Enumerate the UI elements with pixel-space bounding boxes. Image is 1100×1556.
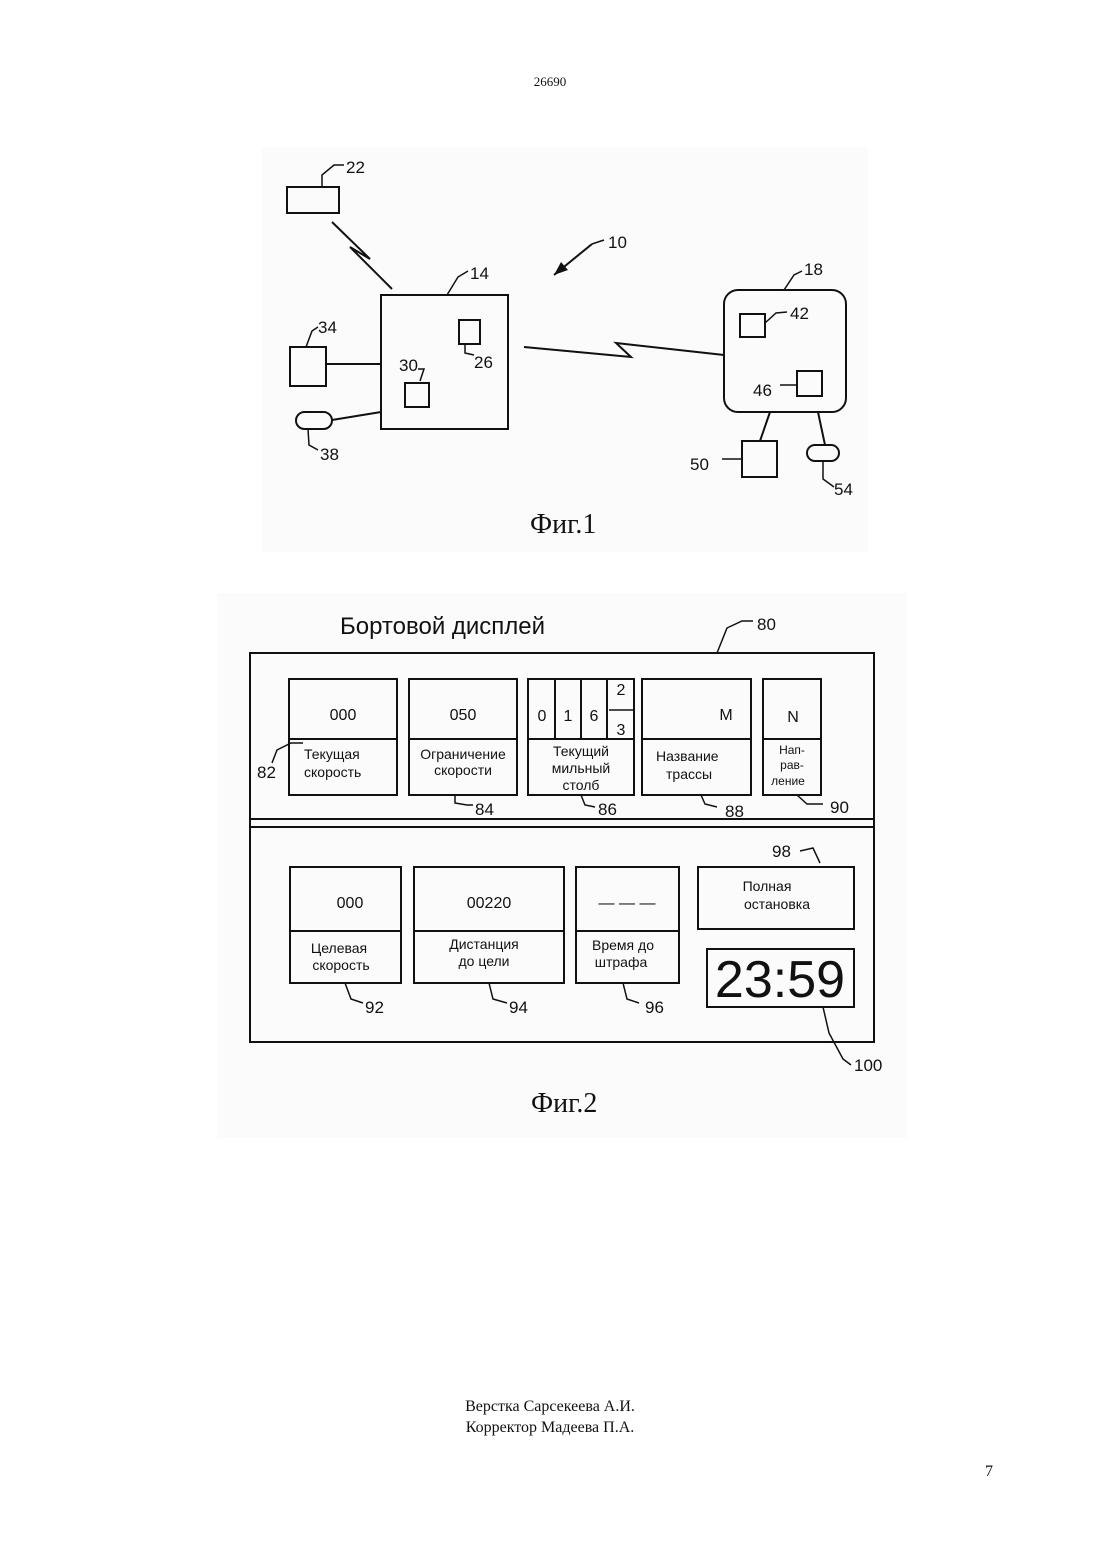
current-speed-label: Текущая [304, 746, 360, 762]
speed-limit-box: 050 Ограничение скорости [409, 679, 517, 795]
credit-layout: Верстка Сарсекеева А.И. [0, 1396, 1100, 1417]
label-18: 18 [804, 260, 823, 279]
label-34: 34 [318, 318, 337, 337]
figure-2-caption: Фиг.2 [531, 1088, 597, 1119]
target-speed-box: 000 Целевая скорость [290, 867, 401, 983]
track-name-label: Название [656, 748, 719, 764]
block-42 [740, 314, 765, 337]
ref-100: 100 [854, 1056, 882, 1075]
target-distance-label: Дистанция [449, 936, 519, 952]
speed-limit-label: Ограничение [420, 746, 506, 762]
ref-96: 96 [645, 998, 664, 1017]
svg-text:до цели: до цели [458, 953, 509, 969]
milepost-label: Текущий [553, 743, 609, 759]
clock-value: 23:59 [715, 951, 845, 1009]
block-26 [459, 320, 480, 344]
label-30: 30 [399, 356, 418, 375]
label-22-leader [322, 165, 344, 187]
figure-2: Бортовой дисплей 80 000 Текущая скорость… [217, 593, 907, 1138]
svg-text:ление: ление [771, 774, 805, 788]
milepost-digit-3: 6 [590, 708, 599, 725]
block-34 [290, 347, 326, 386]
full-stop-label: Полная [743, 878, 792, 894]
direction-box: N Нап- рав- ление [763, 679, 821, 795]
block-30 [405, 383, 429, 407]
label-46: 46 [753, 381, 772, 400]
ref-90: 90 [830, 798, 849, 817]
target-distance-value: 00220 [467, 895, 512, 912]
svg-text:столб: столб [563, 777, 600, 793]
label-14: 14 [470, 264, 489, 283]
full-stop-box: Полная остановка [698, 867, 854, 929]
current-speed-box: 000 Текущая скорость [289, 679, 397, 795]
block-38 [296, 412, 332, 429]
link-14-18 [524, 343, 724, 357]
ref-88: 88 [725, 802, 744, 821]
page-number: 7 [985, 1463, 993, 1481]
link-22-14 [332, 222, 392, 289]
clock-display: 23:59 [707, 949, 854, 1009]
target-speed-label: Целевая [311, 940, 367, 956]
label-42: 42 [790, 304, 809, 323]
penalty-time-label: Время до [592, 937, 654, 953]
target-speed-value: 000 [337, 895, 364, 912]
svg-text:остановка: остановка [744, 896, 810, 912]
block-50 [742, 441, 777, 477]
label-54: 54 [834, 480, 853, 499]
milepost-box: 0 1 6 2 3 Текущий мильный столб [528, 679, 634, 795]
svg-text:скорость: скорость [312, 957, 369, 973]
label-50: 50 [690, 455, 709, 474]
label-26: 26 [474, 353, 493, 372]
ref-86: 86 [598, 800, 617, 819]
current-speed-value: 000 [330, 707, 357, 724]
ref-82: 82 [257, 763, 276, 782]
speed-limit-value: 050 [450, 707, 477, 724]
ref-98: 98 [772, 842, 791, 861]
milepost-digit-1: 0 [538, 708, 547, 725]
direction-label: Нап- [779, 743, 805, 757]
direction-value: N [787, 709, 799, 726]
milepost-frac-top: 2 [617, 682, 626, 699]
svg-text:трассы: трассы [666, 766, 712, 782]
penalty-time-box: — — — Время до штрафа [576, 867, 679, 983]
ref-94: 94 [509, 998, 528, 1017]
track-name-box: M Название трассы [642, 679, 751, 795]
block-18 [724, 290, 846, 412]
ref-84: 84 [475, 800, 494, 819]
ref-92: 92 [365, 998, 384, 1017]
svg-text:скорость: скорость [304, 764, 361, 780]
block-46 [797, 371, 822, 396]
document-number: 26690 [0, 74, 1100, 90]
display-title: Бортовой дисплей [340, 613, 545, 640]
milepost-digit-2: 1 [564, 708, 573, 725]
figure-1: 22 10 14 26 30 34 38 18 42 46 50 54 Фиг.… [262, 147, 868, 552]
block-22 [287, 187, 339, 213]
block-54 [807, 445, 839, 461]
penalty-time-value: — — — [599, 895, 656, 912]
figure-1-caption: Фиг.1 [530, 509, 596, 540]
svg-text:рав-: рав- [780, 758, 804, 772]
label-10: 10 [608, 233, 627, 252]
ref-80: 80 [757, 615, 776, 634]
milepost-frac-bottom: 3 [617, 722, 626, 739]
label-22: 22 [346, 158, 365, 177]
svg-text:штрафа: штрафа [595, 954, 648, 970]
track-name-value: M [719, 707, 732, 724]
credit-proofreader: Корректор Мадеева П.А. [0, 1417, 1100, 1438]
svg-text:скорости: скорости [434, 762, 492, 778]
svg-text:мильный: мильный [552, 760, 611, 776]
target-distance-box: 00220 Дистанция до цели [414, 867, 564, 983]
label-38: 38 [320, 445, 339, 464]
